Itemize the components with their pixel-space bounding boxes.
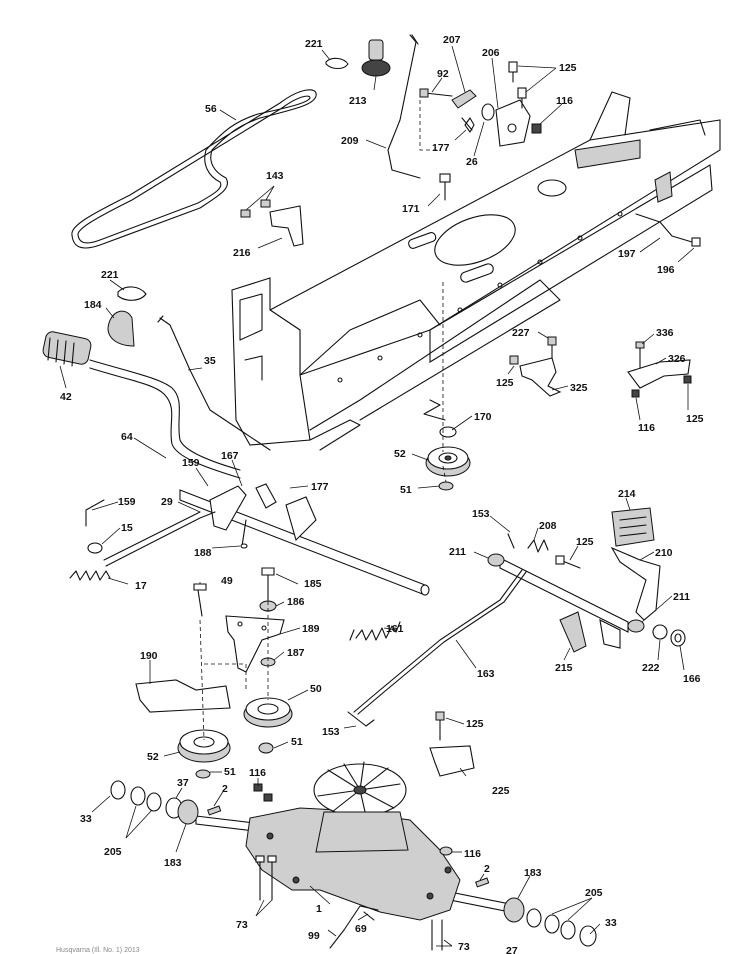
callout-125d: 125 <box>576 536 594 548</box>
callout-205b: 205 <box>585 887 603 899</box>
parts-left <box>42 286 430 596</box>
callout-116b: 116 <box>638 422 655 434</box>
callout-69: 69 <box>355 923 367 935</box>
leader-lines <box>59 45 695 947</box>
callout-183b: 183 <box>524 867 542 879</box>
callout-163: 163 <box>477 668 495 680</box>
callout-209: 209 <box>341 135 359 147</box>
callout-153b: 153 <box>322 726 340 738</box>
callout-161: 161 <box>386 623 404 635</box>
callout-51: 51 <box>400 484 412 496</box>
callout-15: 15 <box>121 522 133 534</box>
brake-assembly <box>347 507 686 777</box>
callout-17: 17 <box>135 580 147 592</box>
callout-153: 153 <box>472 508 490 520</box>
callout-159: 159 <box>182 457 200 469</box>
callout-188: 188 <box>194 547 212 559</box>
callout-183: 183 <box>164 857 182 869</box>
callout-42: 42 <box>60 391 72 403</box>
callout-227: 227 <box>512 327 530 339</box>
callout-35: 35 <box>204 355 216 367</box>
callout-206: 206 <box>482 47 500 59</box>
callout-51b: 51 <box>291 736 303 748</box>
callout-125e: 125 <box>466 718 484 730</box>
callout-1: 1 <box>316 903 322 915</box>
callout-116: 116 <box>556 95 573 107</box>
callout-184: 184 <box>84 299 102 311</box>
callout-225: 225 <box>492 785 510 797</box>
callout-196: 196 <box>657 264 675 276</box>
callout-33: 33 <box>80 813 92 825</box>
callout-33b: 33 <box>605 917 617 929</box>
callout-214: 214 <box>618 488 636 500</box>
callout-326: 326 <box>668 353 686 365</box>
callout-189: 189 <box>302 623 320 635</box>
callout-171: 171 <box>402 203 420 215</box>
callout-167: 167 <box>221 450 239 462</box>
callout-187: 187 <box>287 647 305 659</box>
callout-52: 52 <box>394 448 406 460</box>
callout-197: 197 <box>618 248 636 260</box>
callout-64: 64 <box>121 431 133 443</box>
callout-125b: 125 <box>496 377 514 389</box>
callout-116c: 116 <box>249 767 266 779</box>
callout-211: 211 <box>449 546 466 558</box>
callout-221b: 221 <box>101 269 119 281</box>
callout-49: 49 <box>221 575 233 587</box>
callout-37: 37 <box>177 777 189 789</box>
pulleys <box>135 100 471 779</box>
callout-2: 2 <box>222 783 228 795</box>
callout-116d: 116 <box>464 848 481 860</box>
callout-99: 99 <box>308 930 320 942</box>
callout-213: 213 <box>349 95 367 107</box>
callout-210: 210 <box>655 547 673 559</box>
callout-125: 125 <box>559 62 577 74</box>
callout-221: 221 <box>305 38 323 50</box>
callout-211b: 211 <box>673 591 690 603</box>
callout-216: 216 <box>233 247 251 259</box>
transaxle <box>110 761 597 951</box>
callout-170: 170 <box>474 411 492 423</box>
callout-166: 166 <box>683 673 701 685</box>
callout-26: 26 <box>466 156 478 168</box>
callout-207: 207 <box>443 34 461 46</box>
callout-29: 29 <box>161 496 173 508</box>
footer-text: Husqvarna (Ill. No. 1) 2013 <box>56 947 140 954</box>
callout-208: 208 <box>539 520 557 532</box>
callout-185: 185 <box>304 578 322 590</box>
callout-159b: 159 <box>118 496 136 508</box>
callout-2b: 2 <box>484 863 490 875</box>
callout-186: 186 <box>287 596 305 608</box>
drive-belt <box>71 89 317 249</box>
callout-177: 177 <box>432 142 450 154</box>
callout-215: 215 <box>555 662 573 674</box>
callouts: 221 213 207 92 206 125 116 56 209 177 26… <box>60 34 704 954</box>
callout-325: 325 <box>570 382 588 394</box>
callout-51c: 51 <box>224 766 236 778</box>
callout-73b: 73 <box>458 941 470 953</box>
callout-205: 205 <box>104 846 122 858</box>
callout-336: 336 <box>656 327 674 339</box>
callout-125c: 125 <box>686 413 704 425</box>
callout-73: 73 <box>236 919 248 931</box>
callout-52b: 52 <box>147 751 159 763</box>
parts-right <box>509 336 692 398</box>
callout-50: 50 <box>310 683 322 695</box>
callout-190: 190 <box>140 650 158 662</box>
callout-143: 143 <box>266 170 284 182</box>
mower-frame <box>231 91 721 451</box>
parts-top <box>240 34 701 247</box>
callout-56: 56 <box>205 103 217 115</box>
callout-92: 92 <box>437 68 449 80</box>
callout-177b: 177 <box>311 481 329 493</box>
callout-27: 27 <box>506 945 518 954</box>
callout-222: 222 <box>642 662 660 674</box>
